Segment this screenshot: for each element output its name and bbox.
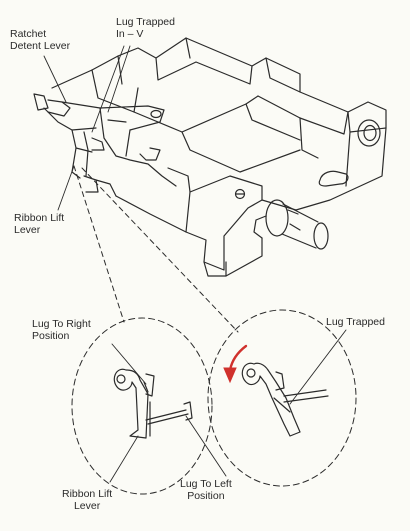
label-lug-trapped: Lug Trapped [326, 316, 385, 328]
label-lug-trapped-in-v: Lug Trapped In – V [116, 16, 175, 40]
label-line: Lever [73, 500, 101, 512]
rotation-arrow [223, 344, 248, 384]
label-line: Ribbon Lift [14, 212, 65, 224]
label-line: Lug To Left [180, 478, 232, 490]
label-line: Lug Trapped [326, 316, 385, 328]
label-line: Ratchet [10, 28, 47, 40]
label-line: In – V [116, 28, 144, 40]
leader-lines-top [43, 45, 131, 211]
label-line: Position [32, 330, 70, 342]
label-line: Lug Trapped [116, 16, 175, 28]
label-ribbon-lift-lever-top: Ribbon Lift Lever [14, 212, 64, 236]
label-lug-to-left-position: Lug To Left Position [180, 478, 232, 502]
right-detail-lever [241, 362, 329, 437]
lever-assembly [33, 93, 177, 197]
projection-lines [73, 165, 239, 333]
shaft-knob [253, 199, 329, 250]
detail-circles [71, 309, 357, 495]
label-ratchet-detent-lever: Ratchet Detent Lever [10, 28, 70, 52]
label-line: Ribbon Lift [62, 488, 113, 500]
label-ribbon-lift-lever-bottom: Ribbon Lift Lever [62, 488, 112, 512]
label-line: Lever [14, 224, 41, 236]
label-line: Detent Lever [10, 40, 71, 52]
carrier-frame [51, 37, 387, 277]
label-lug-to-right-position: Lug To Right Position [32, 318, 91, 342]
leader-lines-bottom [109, 329, 347, 483]
left-detail-lever [113, 368, 193, 439]
label-line: Lug To Right [32, 318, 91, 330]
label-line: Position [187, 490, 225, 502]
